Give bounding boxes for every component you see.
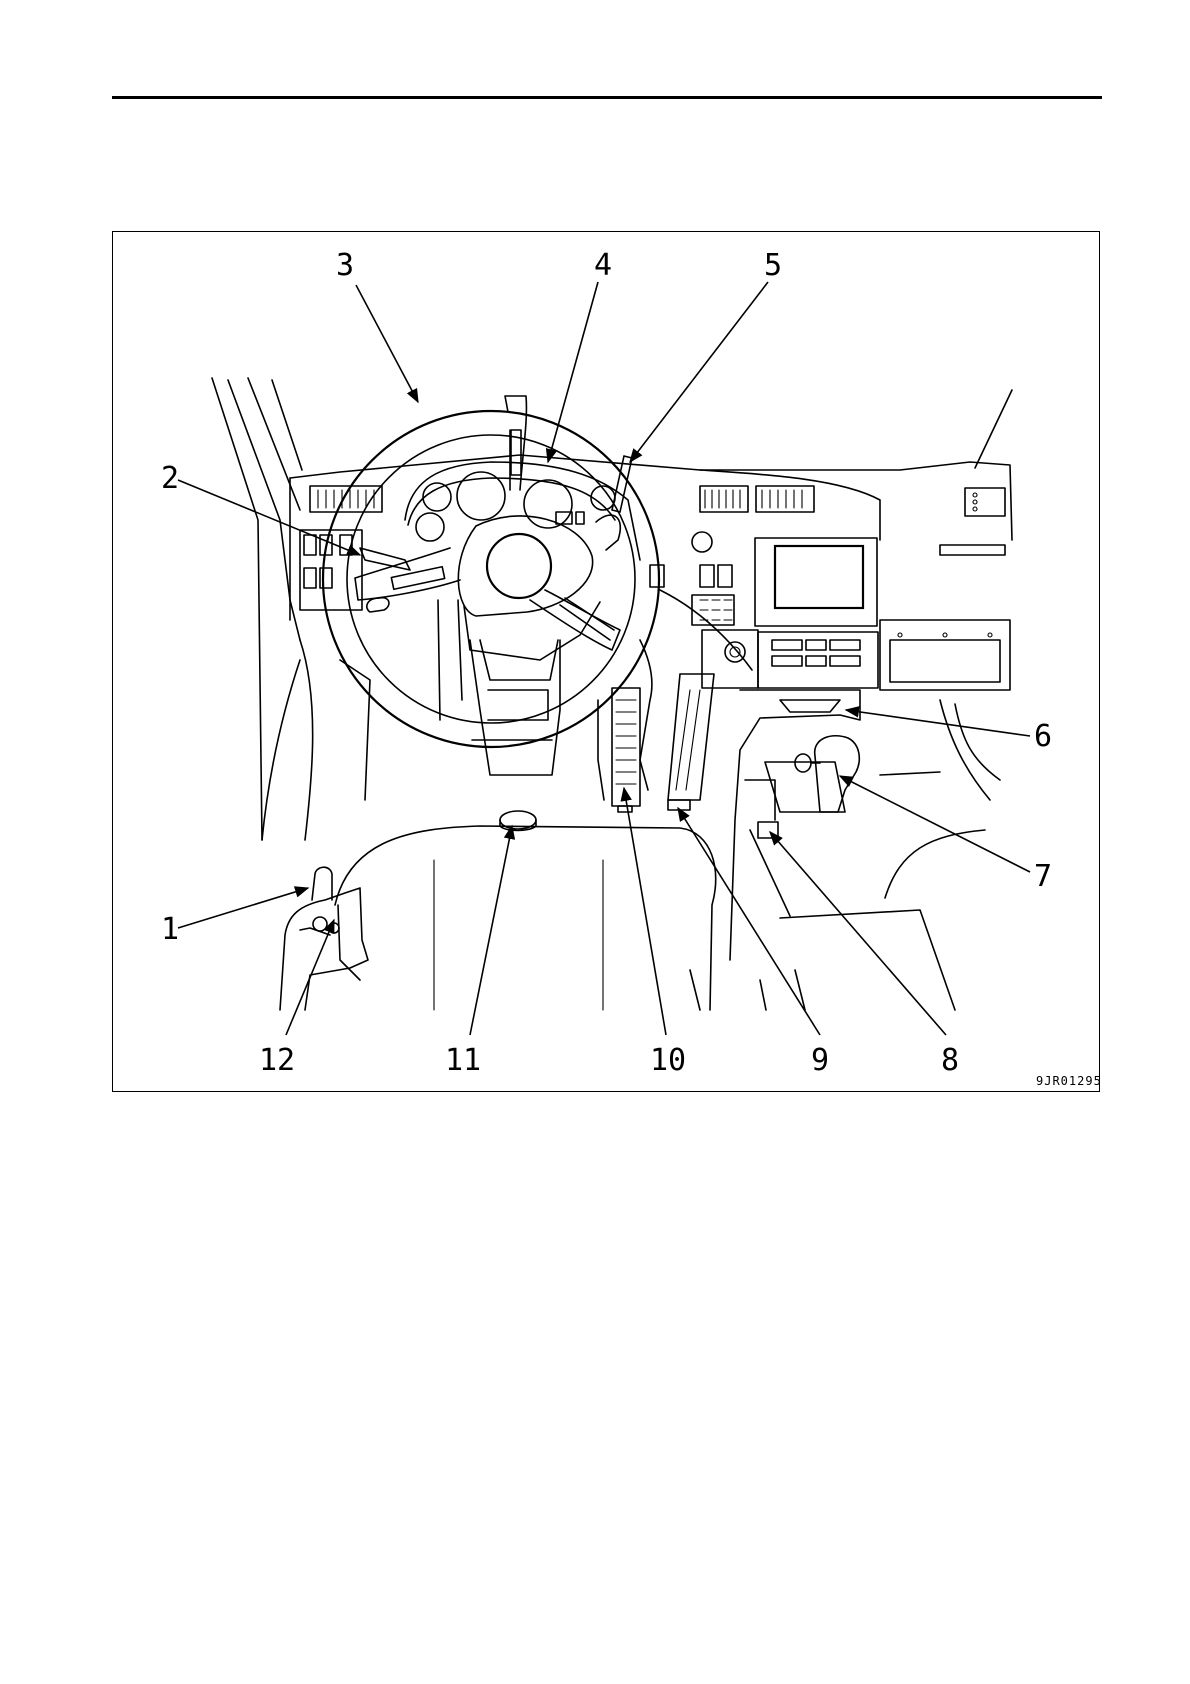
leader-10 [624,788,666,1035]
leader-3 [356,285,418,402]
leader-12 [286,920,334,1035]
callout-2: 2 [161,461,179,496]
callout-1: 1 [161,912,179,947]
callout-12: 12 [259,1043,295,1078]
leader-11 [470,826,512,1035]
leader-4 [548,282,598,462]
leader-7 [840,776,1030,872]
leader-9 [678,808,820,1035]
callout-6: 6 [1034,719,1052,754]
cab-drawing [212,378,1012,1010]
callout-3: 3 [336,248,354,283]
figure-code: 9JR01295 [1036,1074,1102,1088]
callout-4: 4 [594,248,612,283]
callout-5: 5 [764,248,782,283]
callout-8: 8 [941,1043,959,1078]
callout-9: 9 [811,1043,829,1078]
callout-7: 7 [1034,859,1052,894]
callout-labels: 1 2 3 4 5 6 7 8 9 10 11 12 [161,248,1052,1078]
callout-11: 11 [445,1043,481,1078]
leader-5 [630,282,768,462]
leader-8 [770,832,946,1035]
leader-6 [846,710,1030,736]
callout-10: 10 [650,1043,686,1078]
